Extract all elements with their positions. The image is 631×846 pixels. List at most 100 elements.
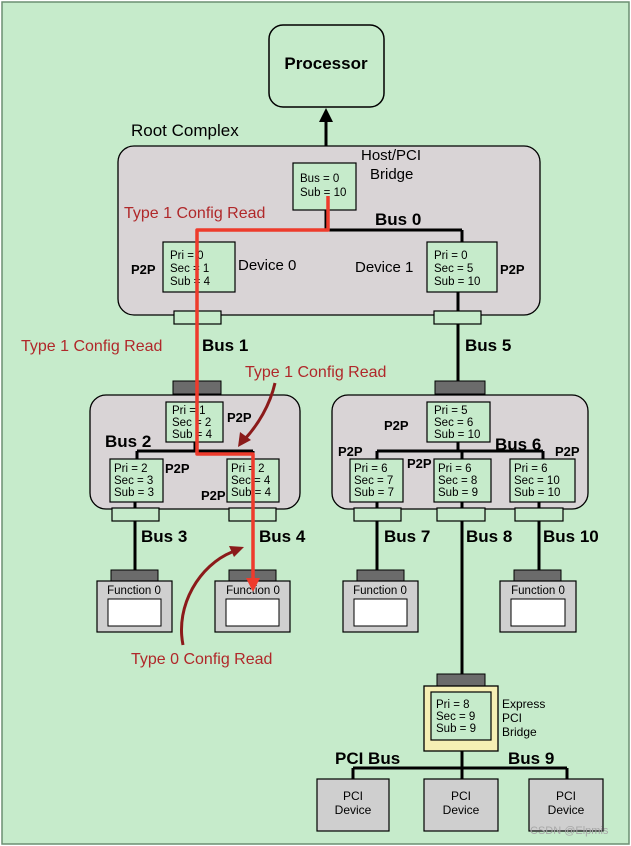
bus7-label: Bus 7 — [384, 527, 430, 546]
function-bus10-window — [510, 598, 566, 627]
switch2-down-bridge-b — [433, 458, 492, 503]
function-bus3-window — [107, 598, 162, 627]
function-bus10-label: Function 0 — [511, 585, 565, 597]
type1-config-read-label-b: Type 1 Config Read — [21, 338, 162, 355]
callout-arrowhead-2-icon — [229, 546, 244, 557]
type1-config-read-label-a: Type 1 Config Read — [124, 205, 265, 222]
pci-device-a-box — [316, 778, 390, 832]
express-label-2: PCI — [502, 711, 522, 725]
d0-p2p-label: P2P — [131, 262, 156, 277]
express-bridge-port — [436, 673, 486, 687]
function-bus10: Function 0 — [499, 569, 577, 633]
d1-p2p-label: P2P — [500, 262, 525, 277]
exp-pri: Pri = 8 — [436, 699, 470, 711]
host-bridge-title: Host/PCI — [361, 147, 421, 164]
s1u-pri: Pri = 1 — [172, 405, 206, 417]
config-read-path — [195, 196, 330, 585]
processor-label: Processor — [284, 54, 368, 73]
function-bus3-port — [110, 569, 159, 582]
pci-bus-label: PCI Bus — [335, 749, 400, 768]
s1a-pri: Pri = 2 — [114, 463, 148, 475]
callout-arrowhead-icon — [238, 432, 251, 447]
pci-device-c: PCI Device — [528, 778, 604, 832]
d1-port — [433, 310, 482, 325]
switch1-up-bridge — [165, 401, 224, 443]
function-bus7-window — [353, 598, 408, 627]
bus9-label: Bus 9 — [508, 749, 554, 768]
s1b-sec: Sec = 4 — [231, 475, 271, 487]
s2a-port — [353, 507, 402, 522]
d1-sub: Sub = 10 — [434, 276, 480, 288]
d0-sec: Sec = 1 — [170, 263, 209, 275]
exp-sub: Sub = 9 — [436, 723, 476, 735]
type1-callout-arrow — [242, 382, 277, 442]
s2-p2p-mid: P2P — [407, 456, 432, 471]
host-bridge-bus: Bus = 0 — [300, 173, 339, 185]
d1-sec: Sec = 5 — [434, 263, 473, 275]
s2c-port — [514, 507, 564, 522]
type0-config-read-label: Type 0 Config Read — [131, 651, 272, 668]
s2c-sub: Sub = 10 — [514, 487, 560, 499]
s2a-sec: Sec = 7 — [354, 475, 393, 487]
s1u-sec: Sec = 2 — [172, 417, 211, 429]
host-bridge-title-2: Bridge — [370, 166, 413, 183]
s1u-p2p-label: P2P — [227, 410, 252, 425]
switch2-upstream-port — [434, 380, 486, 395]
processor-box — [268, 24, 385, 108]
pci-device-c-l2: Device — [548, 803, 585, 817]
pci-device-a-l1: PCI — [343, 789, 363, 803]
s2c-sec: Sec = 10 — [514, 475, 560, 487]
express-bridge-box — [430, 691, 492, 741]
bus4-label: Bus 4 — [259, 527, 306, 546]
bus0-label: Bus 0 — [375, 210, 421, 229]
pci-device-b-box — [423, 778, 499, 832]
type0-callout-arrow — [180, 550, 233, 646]
s2a-pri: Pri = 6 — [354, 463, 388, 475]
s2-p2p-left: P2P — [338, 444, 363, 459]
express-label-1: Express — [502, 697, 545, 711]
type1-config-read-label-c: Type 1 Config Read — [245, 364, 386, 381]
switch2-down-bridge-c — [509, 458, 576, 503]
s1u-sub: Sub = 4 — [172, 429, 213, 441]
device1-label: Device 1 — [355, 259, 413, 276]
bus3-label: Bus 3 — [141, 527, 187, 546]
path-arrowhead-icon — [246, 578, 260, 592]
device1-bridge-box — [426, 241, 498, 293]
function-bus7-port — [356, 569, 405, 582]
s1a-sec: Sec = 3 — [114, 475, 153, 487]
pci-device-a: PCI Device — [316, 778, 390, 832]
host-bridge-sub: Sub = 10 — [300, 187, 346, 199]
bus2-label: Bus 2 — [105, 432, 151, 451]
s1a-p2p-label: P2P — [165, 461, 190, 476]
switch2-down-bridge-a — [349, 458, 404, 503]
s2b-sub: Sub = 9 — [438, 487, 478, 499]
d1-pri: Pri = 0 — [434, 250, 468, 262]
function-bus7: Function 0 — [342, 569, 419, 633]
s1b-p2p-label: P2P — [201, 488, 226, 503]
s2u-pri: Pri = 5 — [434, 405, 468, 417]
function-bus3: Function 0 — [96, 569, 173, 633]
pci-device-c-box — [528, 778, 604, 832]
bus1-label: Bus 1 — [202, 336, 248, 355]
device0-label: Device 0 — [238, 257, 296, 274]
device0-bridge-box — [162, 241, 236, 293]
root-complex-label: Root Complex — [131, 121, 239, 140]
pci-device-c-l1: PCI — [556, 789, 576, 803]
s2u-sub: Sub = 10 — [434, 429, 480, 441]
express-label-3: Bridge — [502, 725, 537, 739]
pci-device-b: PCI Device — [423, 778, 499, 832]
exp-sec: Sec = 9 — [436, 711, 475, 723]
pci-device-b-l2: Device — [443, 803, 480, 817]
arrow-up-icon — [319, 108, 333, 122]
bus8-label: Bus 8 — [466, 527, 512, 546]
s2b-port — [436, 507, 486, 522]
function-bus7-label: Function 0 — [353, 585, 407, 597]
s2c-pri: Pri = 6 — [514, 463, 548, 475]
pci-device-b-l1: PCI — [451, 789, 471, 803]
s1a-sub: Sub = 3 — [114, 487, 154, 499]
pci-device-a-l2: Device — [335, 803, 372, 817]
s1b-pri: Pri = 2 — [231, 463, 265, 475]
s2b-pri: Pri = 6 — [438, 463, 472, 475]
function-bus10-port — [513, 569, 562, 582]
s1a-port — [111, 507, 160, 522]
